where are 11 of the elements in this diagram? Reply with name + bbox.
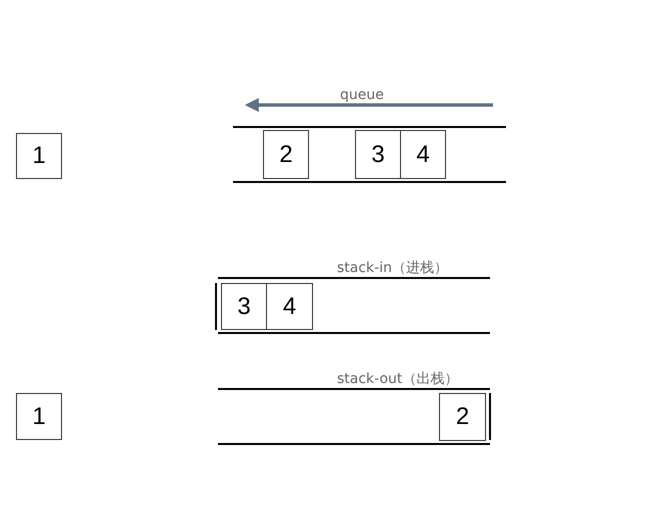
- number-box: 1: [16, 133, 62, 179]
- number-box: 1: [16, 393, 62, 440]
- number-box: 3: [355, 130, 401, 179]
- queue-label: queue: [340, 87, 384, 103]
- number-box: 4: [400, 130, 446, 179]
- stack-label: stack-in（进栈）: [337, 259, 448, 277]
- number-box: 4: [266, 283, 313, 330]
- number-box: 3: [221, 283, 267, 330]
- number-box: 2: [439, 393, 486, 441]
- number-box: 2: [263, 130, 309, 179]
- stack-label: stack-out（出栈）: [337, 370, 458, 388]
